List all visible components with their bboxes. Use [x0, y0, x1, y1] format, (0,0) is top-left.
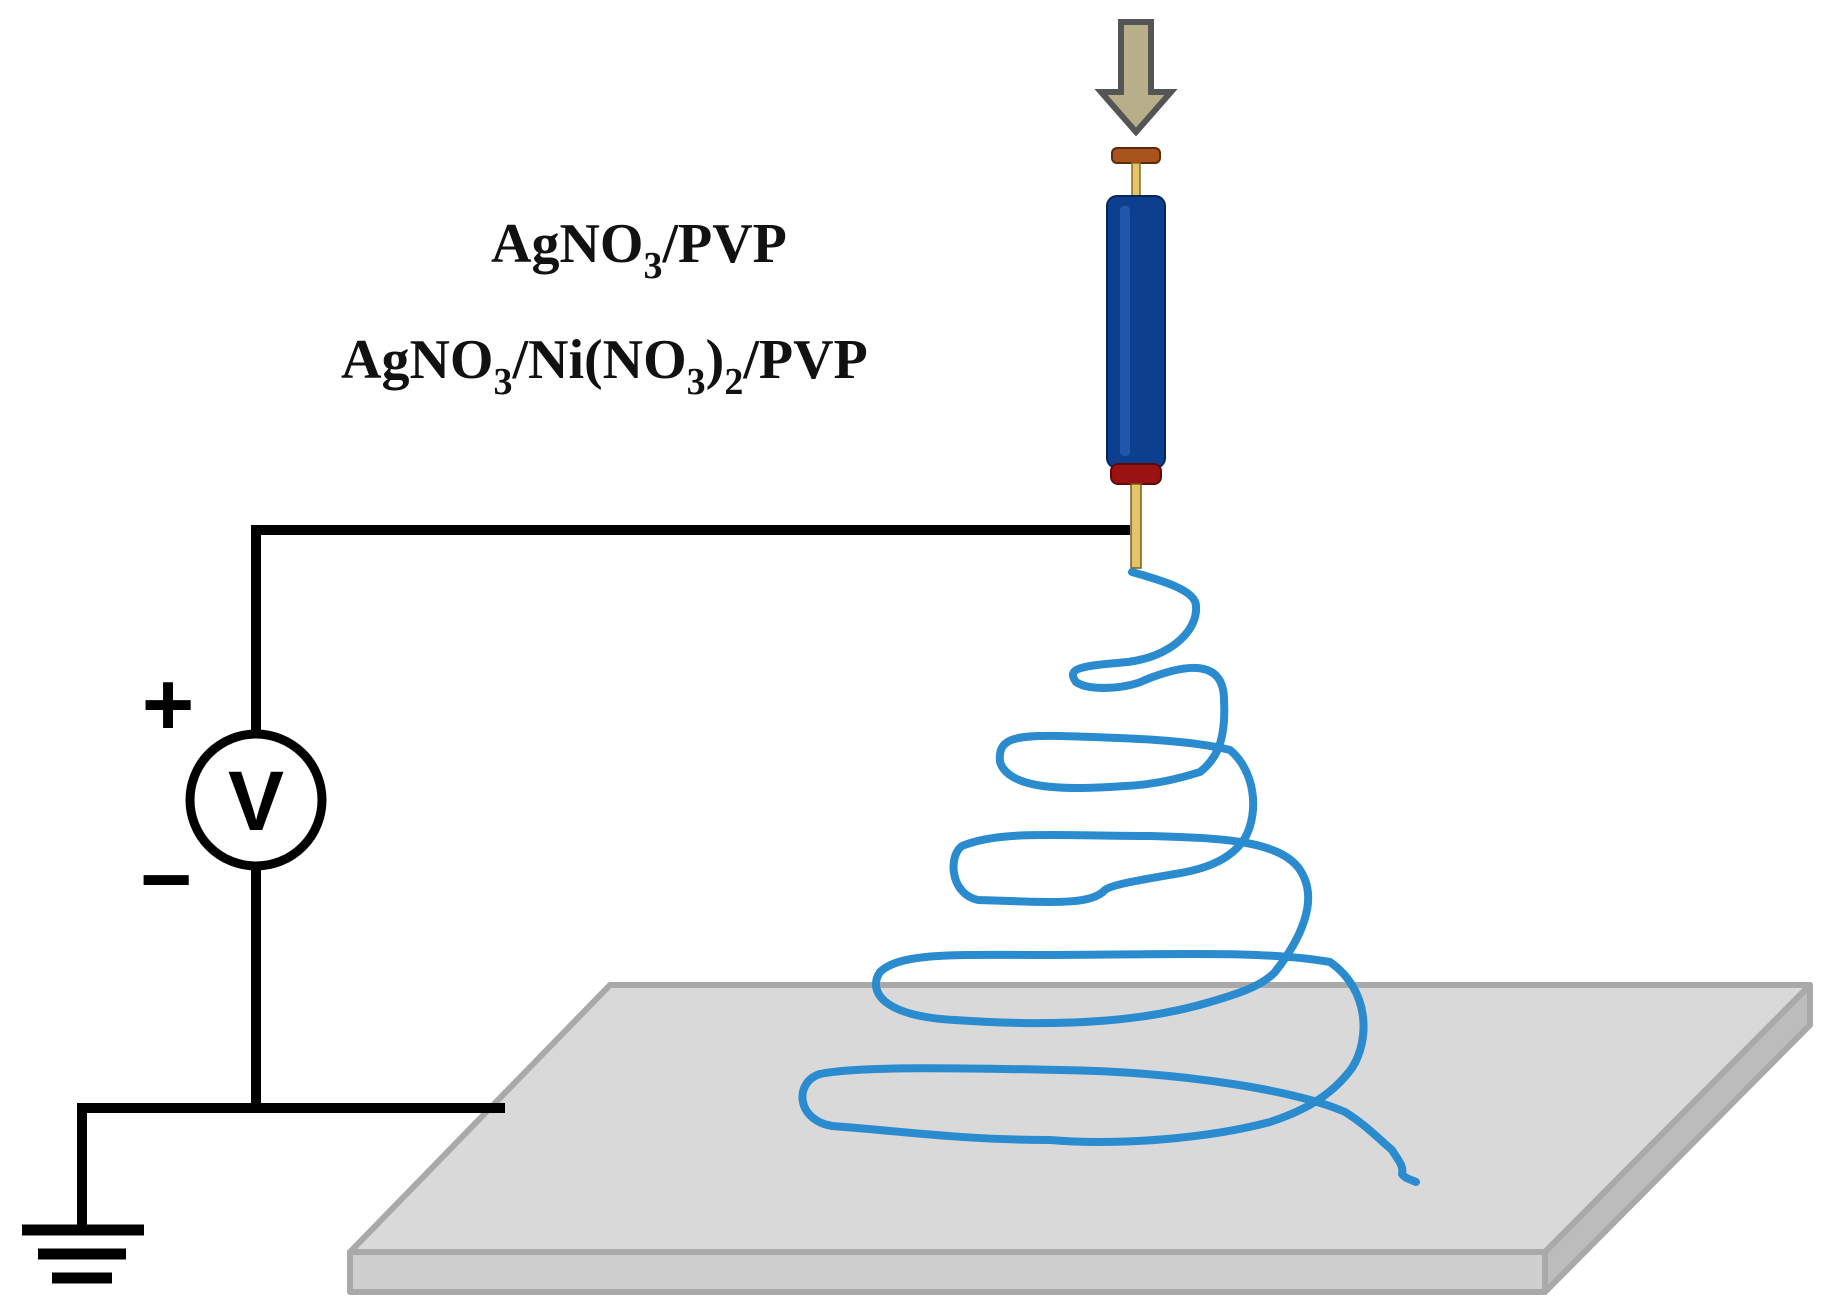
down-arrow-icon	[1094, 19, 1178, 137]
needle	[1130, 483, 1142, 569]
positive-terminal-label: +	[142, 655, 195, 755]
syringe-barrel-highlight	[1120, 206, 1130, 456]
plunger-rod	[1131, 162, 1141, 200]
solution-label-2: AgNO3/Ni(NO3)2/PVP	[341, 329, 868, 403]
collector-front-face	[347, 1249, 1548, 1295]
syringe-barrel	[1106, 195, 1166, 469]
voltage-source-symbol: V	[228, 754, 284, 848]
collector-plate	[347, 982, 1813, 1295]
syringe	[1106, 147, 1166, 569]
collector-side-face	[1542, 982, 1813, 1295]
voltage-source-icon: V	[185, 729, 327, 871]
wire-to-needle	[251, 525, 1130, 735]
circuit-wires	[77, 525, 1130, 1233]
syringe-tip	[1110, 463, 1162, 485]
electrospun-fiber	[798, 568, 1420, 1186]
solution-label-1: AgNO3/PVP	[491, 213, 787, 287]
ground-symbol-icon	[22, 1224, 144, 1284]
plunger-cap	[1111, 147, 1161, 164]
negative-terminal-label: −	[140, 830, 193, 930]
